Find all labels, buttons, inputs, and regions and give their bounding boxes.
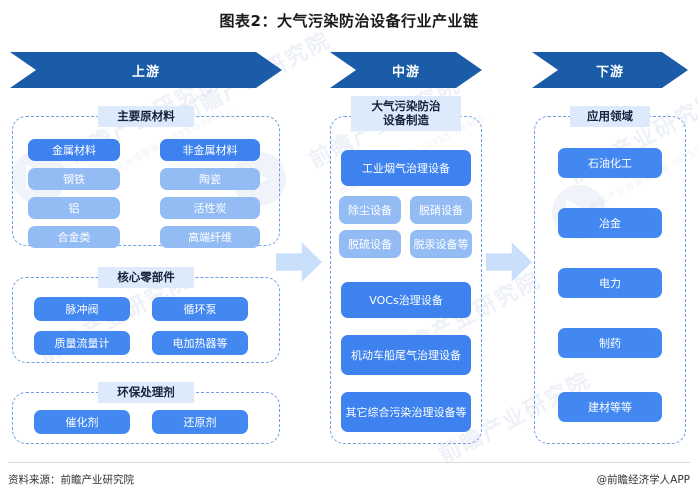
pill-metallurgy[interactable]: 冶金: [558, 208, 662, 238]
pill-petrochemical[interactable]: 石油化工: [558, 148, 662, 178]
footer-source: 资料来源：前瞻产业研究院: [8, 474, 134, 486]
pill-mercury-removal-equipment[interactable]: 脱汞设备等: [410, 230, 472, 258]
panel-label-main-raw-materials: 主要原材料: [98, 106, 194, 127]
pill-alloy[interactable]: 合金类: [28, 226, 120, 248]
pill-nonmetal-material[interactable]: 非金属材料: [160, 139, 260, 161]
pill-industrial-flue-gas-equipment[interactable]: 工业烟气治理设备: [341, 150, 471, 186]
panel-label-midstream-manufacturing: 大气污染防治 设备制造: [351, 96, 461, 131]
footer-credit: @前瞻经济学人APP: [596, 474, 690, 486]
panel-label-application-fields: 应用领域: [570, 106, 650, 127]
pill-pulse-valve[interactable]: 脉冲阀: [34, 297, 130, 321]
banner-upstream[interactable]: 上游: [10, 52, 282, 88]
panel-label-line-2: 设备制造: [383, 113, 429, 127]
flow-arrow-midstream-to-downstream: [486, 242, 532, 282]
pill-circulation-pump[interactable]: 循环泵: [152, 297, 248, 321]
pill-high-end-fiber[interactable]: 高端纤维: [160, 226, 260, 248]
pill-vehicle-vessel-exhaust-equipment[interactable]: 机动车船尾气治理设备: [341, 335, 471, 375]
pill-metal-material[interactable]: 金属材料: [28, 139, 120, 161]
pill-reducing-agent[interactable]: 还原剂: [152, 410, 248, 434]
pill-pharmaceutical[interactable]: 制药: [558, 328, 662, 358]
banner-midstream[interactable]: 中游: [330, 52, 482, 88]
pill-desulfurization-equipment[interactable]: 脱硫设备: [339, 230, 401, 258]
banner-downstream[interactable]: 下游: [532, 52, 688, 88]
pill-mass-flow-meter[interactable]: 质量流量计: [34, 331, 130, 355]
pill-other-comprehensive-equipment[interactable]: 其它综合污染治理设备等: [341, 392, 471, 432]
pill-ceramic[interactable]: 陶瓷: [160, 168, 260, 190]
pill-building-materials[interactable]: 建材等等: [558, 392, 662, 422]
panel-label-line-1: 大气污染防治: [371, 99, 441, 113]
panel-label-core-components: 核心零部件: [98, 267, 194, 288]
pill-catalyst[interactable]: 催化剂: [34, 410, 130, 434]
pill-electric-heater[interactable]: 电加热器等: [152, 331, 248, 355]
flow-arrow-upstream-to-midstream: [276, 242, 322, 282]
pill-vocs-treatment-equipment[interactable]: VOCs治理设备: [341, 282, 471, 318]
pill-activated-carbon[interactable]: 活性炭: [160, 197, 260, 219]
pill-dust-removal-equipment[interactable]: 除尘设备: [339, 196, 401, 224]
pill-steel[interactable]: 钢铁: [28, 168, 120, 190]
pill-electric-power[interactable]: 电力: [558, 268, 662, 298]
page-title: 图表2：大气污染防治设备行业产业链: [219, 12, 479, 30]
pill-aluminum[interactable]: 铝: [28, 197, 120, 219]
panel-label-environmental-agents: 环保处理剂: [98, 382, 194, 403]
pill-denitrification-equipment[interactable]: 脱硝设备: [410, 196, 472, 224]
footer-divider: [8, 462, 690, 463]
